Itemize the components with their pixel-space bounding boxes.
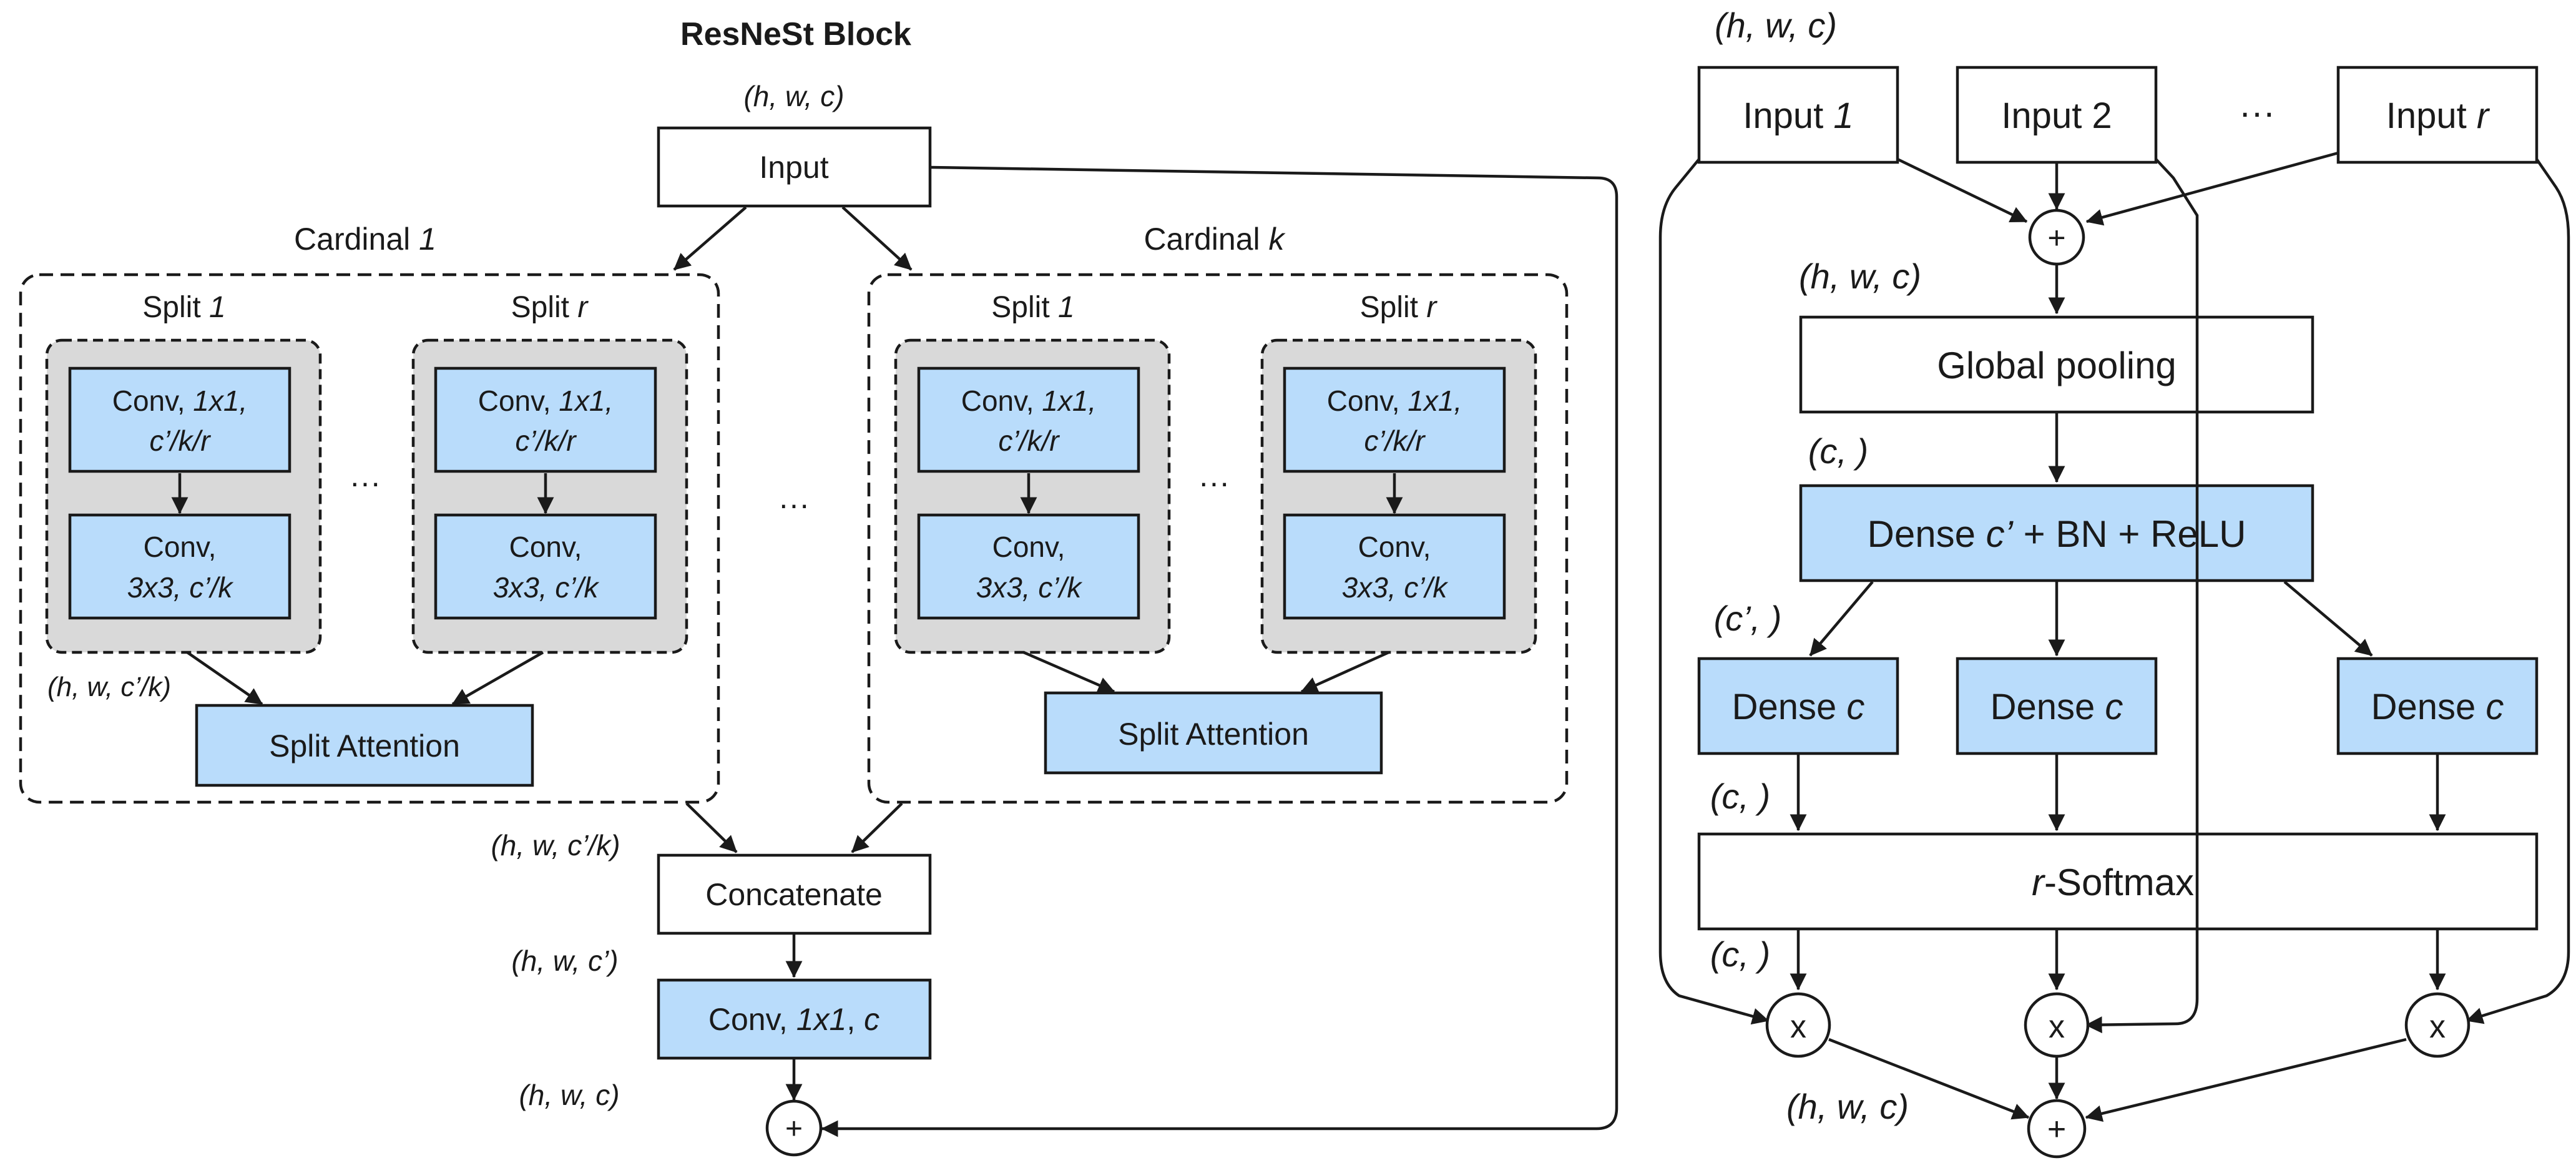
dense-c-box: [1956, 657, 2158, 755]
output-sum-node: [2027, 1099, 2087, 1159]
conv-1x1-label: Conv, 1x1,: [1327, 385, 1462, 417]
dense-c-box: [1697, 657, 1899, 755]
split-input-shape-label: (h, w, c): [1715, 6, 1837, 45]
conv-1x1-box: [68, 366, 291, 473]
conv-3x3-box: [917, 513, 1140, 620]
conv-1x1-label: Conv, 1x1,: [478, 385, 614, 417]
softmax-out-shape-label: (c, ): [1710, 935, 1770, 974]
multiply-symbol: x: [2049, 1009, 2065, 1045]
dense-bn-relu-box: [1799, 484, 2314, 582]
input-sum-symbol: +: [2047, 220, 2065, 255]
conv-3x3-label: Conv,: [144, 531, 217, 563]
r-softmax-box: [1697, 832, 2539, 931]
input-shape-label: (h, w, c): [743, 80, 844, 112]
split-output-shape-label: (h, w, c): [1786, 1087, 1909, 1126]
cardinal-ellipsis: ···: [778, 487, 810, 522]
output-sum-symbol: +: [2047, 1111, 2066, 1147]
multiply-symbol: x: [1790, 1009, 1806, 1045]
concatenate-label: Concatenate: [705, 877, 883, 912]
global-pooling-label: Global pooling: [1937, 345, 2177, 386]
split-attention-box: [195, 704, 534, 787]
dense-in-shape-label: (c, ): [1808, 431, 1868, 471]
conv-1x1-channels: c’/k/r: [515, 425, 577, 457]
split-ellipsis: ···: [350, 465, 381, 500]
conv-3x3-channels: 3x3, c’/k: [127, 571, 234, 604]
conv-1x1-label: Conv, 1x1,: [112, 385, 248, 417]
dense-c-label: Dense c: [2371, 687, 2504, 727]
input-1-bypass: [1658, 158, 1770, 1025]
input-2-box: [1956, 66, 2158, 164]
conv-3x3-channels: 3x3, c’/k: [493, 571, 600, 604]
input-1-box: [1697, 66, 1899, 164]
output-shape-label: (h, w, c): [519, 1079, 619, 1111]
input-2-label: Input 2: [2001, 96, 2112, 136]
conv-3x3-box: [434, 513, 657, 620]
conv-output-box: [657, 978, 932, 1060]
conv-3x3-channels: 3x3, c’/k: [976, 571, 1083, 604]
dense-out-shape-label: (c’, ): [1714, 599, 1782, 638]
input-label: Input: [759, 150, 828, 185]
conv-1x1-channels: c’/k/r: [998, 425, 1060, 457]
conv-1x1-box: [917, 366, 1140, 473]
conv-output-label: Conv, 1x1, c: [708, 1002, 879, 1037]
residual-add-node: [765, 1099, 823, 1157]
skip-connection: [821, 165, 1619, 1137]
conv-1x1-channels: c’/k/r: [1364, 425, 1426, 457]
conv-shape-label: (h, w, c’): [511, 945, 618, 977]
split-attention-label: Split Attention: [269, 729, 460, 763]
split-ellipsis: ···: [1198, 465, 1230, 500]
conv-1x1-box: [434, 366, 657, 473]
cardinal-k-label: Cardinal k: [1144, 222, 1286, 257]
input-r-box: [2336, 66, 2539, 164]
split-r-label: Split r: [1360, 291, 1438, 324]
split-shape-label: (h, w, c’/k): [47, 672, 171, 702]
conv-3x3-label: Conv,: [509, 531, 582, 563]
concat-shape-label: (h, w, c’/k): [491, 829, 620, 861]
conv-1x1-label: Conv, 1x1,: [961, 385, 1097, 417]
residual-add-symbol: +: [785, 1112, 803, 1146]
split-1-label: Split 1: [142, 291, 225, 324]
input-r-label: Input r: [2386, 96, 2490, 136]
conv-3x3-label: Conv,: [992, 531, 1065, 563]
conv-3x3-label: Conv,: [1358, 531, 1431, 563]
input-box: [657, 126, 932, 208]
multiply-node: [2404, 992, 2471, 1058]
conv-1x1-box: [1283, 366, 1506, 473]
conv-3x3-box: [1283, 513, 1506, 620]
input-2-bypass: [2085, 158, 2199, 1034]
split-attention-box: [1044, 691, 1383, 775]
input-1-label: Input 1: [1743, 96, 1853, 136]
softmax-in-shape-label: (c, ): [1710, 777, 1770, 816]
input-ellipsis: ···: [2239, 92, 2275, 133]
pool-shape-label: (h, w, c): [1799, 257, 1921, 296]
cardinal-k-group: [867, 273, 1569, 804]
split-r-label: Split r: [511, 291, 589, 324]
conv-1x1-channels: c’/k/r: [149, 425, 211, 457]
multiply-node: [1765, 992, 1831, 1058]
input-r-bypass: [2466, 158, 2570, 1024]
dense-c-label: Dense c: [1732, 687, 1865, 727]
split-1-label: Split 1: [991, 291, 1074, 324]
cardinal-1-group: [19, 273, 720, 804]
conv-3x3-channels: 3x3, c’/k: [1342, 571, 1449, 604]
dense-c-box: [2336, 657, 2539, 755]
concatenate-box: [657, 853, 932, 935]
input-sum-node: [2028, 209, 2085, 266]
cardinal-1-label: Cardinal 1: [294, 222, 436, 257]
global-pooling-box: [1799, 315, 2314, 414]
r-softmax-label: r-Softmax: [2032, 861, 2194, 903]
dense-bn-relu-label: Dense c’ + BN + ReLU: [1868, 513, 2246, 555]
multiply-symbol: x: [2429, 1009, 2446, 1045]
block-title: ResNeSt Block: [680, 16, 911, 52]
split-attention-label: Split Attention: [1118, 717, 1309, 752]
dense-c-label: Dense c: [1991, 687, 2123, 727]
conv-3x3-box: [68, 513, 291, 620]
